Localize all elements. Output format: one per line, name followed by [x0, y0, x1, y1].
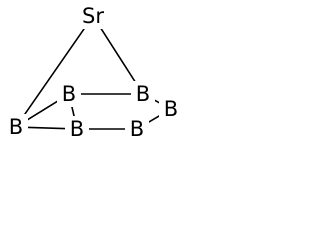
atom-b-upper-left: B	[57, 81, 81, 107]
atom-b-upper-right: B	[131, 81, 155, 107]
bond-a0-a1	[20, 25, 87, 121]
atom-label-b-upper-right: B	[136, 82, 150, 106]
bond-layer	[20, 25, 164, 130]
structure-drawing: Sr B B B B B B	[4, 3, 183, 142]
bond-a1-a5	[24, 126, 69, 130]
atom-label-b-upper-left: B	[62, 82, 76, 106]
atom-b-left: B	[4, 114, 28, 140]
atom-b-lower-right: B	[125, 116, 149, 142]
atom-label-b-lower-right: B	[130, 117, 144, 141]
bond-a0-a4	[99, 26, 139, 88]
atom-b-lower-left: B	[65, 116, 89, 142]
molecule-diagram: Sr B B B B B B	[0, 0, 189, 175]
bond-a2-a1	[22, 98, 63, 123]
atom-sr: Sr	[76, 3, 110, 29]
atom-label-b-left: B	[9, 115, 23, 139]
atom-label-b-right: B	[164, 97, 178, 121]
atom-b-right: B	[159, 96, 183, 122]
atom-layer: Sr B B B B B B	[4, 3, 183, 142]
atom-label-b-lower-left: B	[70, 117, 84, 141]
atom-label-sr: Sr	[82, 4, 104, 28]
